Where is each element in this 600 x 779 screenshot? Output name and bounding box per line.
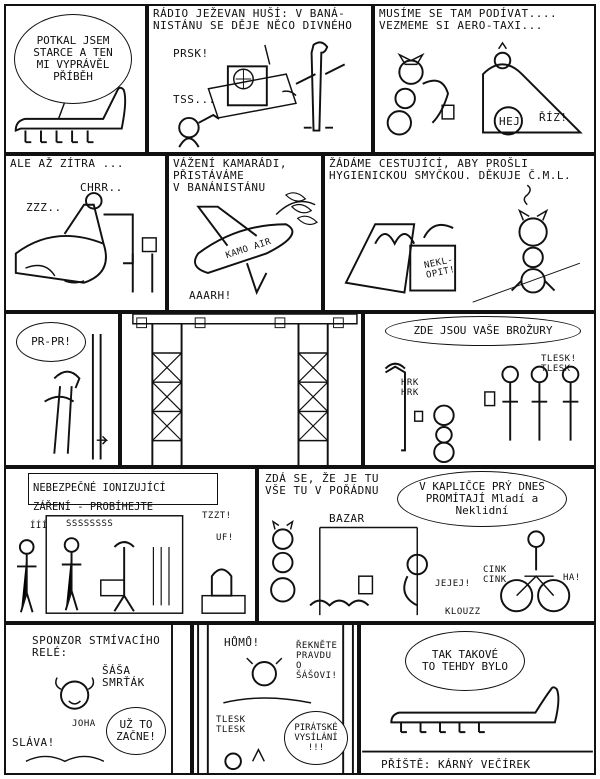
- radiation-corridor-drawing: [16, 515, 246, 614]
- panel-caption: HŮMŮ!: [224, 636, 260, 649]
- panel-caption: MUSÍME SE TAM PODÍVAT.... VEZMEME SI AER…: [379, 7, 558, 32]
- panel-7: PR-PR!: [4, 312, 120, 467]
- bazaar-drawing: [270, 519, 571, 616]
- storyteller-drawing: [14, 86, 127, 144]
- clown-sponsor-drawing: [25, 625, 173, 773]
- panel-13: HŮMŮ! ŘEKNĚTE PRAVDU O ŠÁŠOVI! TLESK TLE…: [192, 623, 359, 775]
- panel-caption: VÁŽENÍ KAMARÁDI, PŘISTÁVÁME V BANÁNISTÁN…: [173, 157, 287, 194]
- sfx-cink: CINK CINK: [483, 565, 507, 585]
- sfx-chrr: CHRR..: [80, 181, 123, 194]
- sfx-tzzt: TZZT!: [202, 511, 232, 521]
- panel-caption: RÁDIO JEŽEVAN HUŠÍ: V BANÁ- NISTÁNU SE D…: [153, 7, 353, 32]
- speech-bubble: ZDE JSOU VAŠE BROŽURY: [385, 316, 581, 346]
- sfx-jejej: JEJEJ!: [435, 579, 471, 589]
- plane-landing-drawing: [194, 192, 319, 295]
- bubble-text: PIRÁTSKÉ VYSÍLÁNÍ !!!: [294, 723, 338, 753]
- sfx-klouzz: KLOUZZ: [445, 607, 481, 617]
- panel-8: [120, 312, 363, 467]
- sfx-aaarh: AAARH!: [189, 289, 232, 302]
- bird-figure-drawing: [44, 333, 109, 460]
- sfx-hrk: HRK HRK: [401, 378, 419, 398]
- speech-bubble: V KAPLIČCE PRÝ DNES PROMÍTAJÍ Mladí a Ne…: [397, 471, 567, 527]
- speech-bubble: TAK TAKOVÉ TO TEHDY BYLO: [405, 631, 525, 691]
- hygiene-loop-drawing: [344, 184, 581, 303]
- sfx-prsk: PRSK!: [173, 47, 209, 60]
- panel-caption: ALE AŽ ZÍTRA ...: [10, 157, 124, 170]
- sponsor-name: ŠÁŠA SMRŤÁK: [102, 664, 145, 689]
- panel-caption-2: ŘEKNĚTE PRAVDU O ŠÁŠOVI!: [296, 641, 338, 681]
- sleeping-drawing: [14, 192, 157, 293]
- sfx-uf: UF!: [216, 533, 234, 543]
- sfx-hej: HEJ: [499, 115, 521, 128]
- panel-caption: ZDÁ SE, ŽE JE TU VŠE TU V POŘÁDNU: [265, 472, 379, 497]
- bubble-text: V KAPLIČCE PRÝ DNES PROMÍTAJÍ Mladí a Ne…: [419, 480, 545, 517]
- bubble-text: TAK TAKOVÉ TO TEHDY BYLO: [421, 648, 509, 673]
- sfx-joha: JOHA: [72, 719, 96, 729]
- panel-1: POTKAL JSEM STARCE A TEN MI VYPRÁVĚL PŘÍ…: [4, 4, 147, 154]
- panel-caption: ŽÁDÁME CESTUJÍCÍ, ABY PROŠLI HYGIENICKOU…: [329, 157, 572, 182]
- speech-bubble: UŽ TO ZAČNE!: [106, 707, 166, 755]
- sfx-tss: TSS...: [173, 93, 216, 106]
- sfx-sss: SSSSSSSS: [66, 519, 114, 529]
- sfx-riz: ŘÍZ!: [539, 111, 568, 124]
- corridor-drawing: [132, 314, 358, 465]
- panel-11: ZDÁ SE, ŽE JE TU VŠE TU V POŘÁDNU V KAPL…: [257, 467, 596, 623]
- panel-10: NEBEZPEČNÉ IONIZUJÍCÍ ZÁŘENÍ - PROBÍHEJT…: [4, 467, 257, 623]
- panel-caption: SPONZOR STMÍVACÍHO RELÉ:: [32, 634, 161, 659]
- panel-3: MUSÍME SE TAM PODÍVAT.... VEZMEME SI AER…: [373, 4, 596, 154]
- speech-bubble: POTKAL JSEM STARCE A TEN MI VYPRÁVĚL PŘÍ…: [14, 14, 132, 104]
- sfx-zzz: ZZZ..: [26, 201, 62, 214]
- bubble-text: POTKAL JSEM STARCE A TEN MI VYPRÁVĚL PŘÍ…: [33, 34, 113, 83]
- radio-scene-drawing: [178, 41, 346, 148]
- panel-caption: NEBEZPEČNÉ IONIZUJÍCÍ ZÁŘENÍ - PROBÍHEJT…: [33, 482, 166, 513]
- sfx-iii: ÍÍÍ: [30, 521, 48, 531]
- panel-12: SPONZOR STMÍVACÍHO RELÉ: ŠÁŠA SMRŤÁK JOH…: [4, 623, 192, 775]
- speech-bubble: PR-PR!: [16, 322, 86, 362]
- aero-taxi-drawing: [386, 41, 583, 136]
- bubble-text: PR-PR!: [31, 335, 71, 348]
- panel-6: ŽÁDÁME CESTUJÍCÍ, ABY PROŠLI HYGIENICKOU…: [323, 154, 596, 312]
- panel-4: ALE AŽ ZÍTRA ... ZZZ.. CHRR..: [4, 154, 167, 312]
- pirate-broadcast-drawing: [197, 625, 354, 773]
- panel-5: VÁŽENÍ KAMARÁDI, PŘISTÁVÁME V BANÁNISTÁN…: [167, 154, 323, 312]
- bubble-text: ZDE JSOU VAŠE BROŽURY: [413, 324, 553, 337]
- panel-caption-box: NEBEZPEČNÉ IONIZUJÍCÍ ZÁŘENÍ - PROBÍHEJT…: [28, 473, 218, 513]
- sfx-slava: SLÁVA!: [12, 736, 55, 749]
- bubble-text: UŽ TO ZAČNE!: [116, 718, 156, 743]
- sfx-ha: HA!: [563, 573, 581, 583]
- storyteller-end-drawing: [362, 686, 593, 753]
- brochure-drawing: [384, 362, 580, 464]
- panel-9: ZDE JSOU VAŠE BROŽURY TLESK! TLESK HRK H…: [363, 312, 596, 467]
- panel-14: TAK TAKOVÉ TO TEHDY BYLO PŘÍŠTĚ: KÁRNÝ V…: [359, 623, 596, 775]
- next-episode-footer: PŘÍŠTĚ: KÁRNÝ VEČÍREK: [381, 758, 531, 771]
- sfx-tlesk: TLESK TLESK: [216, 715, 246, 735]
- panel-2: RÁDIO JEŽEVAN HUŠÍ: V BANÁ- NISTÁNU SE D…: [147, 4, 373, 154]
- bazar-sign: BAZAR: [329, 512, 365, 525]
- speech-bubble: PIRÁTSKÉ VYSÍLÁNÍ !!!: [284, 711, 348, 765]
- sfx-tlesk: TLESK! TLESK: [541, 354, 577, 374]
